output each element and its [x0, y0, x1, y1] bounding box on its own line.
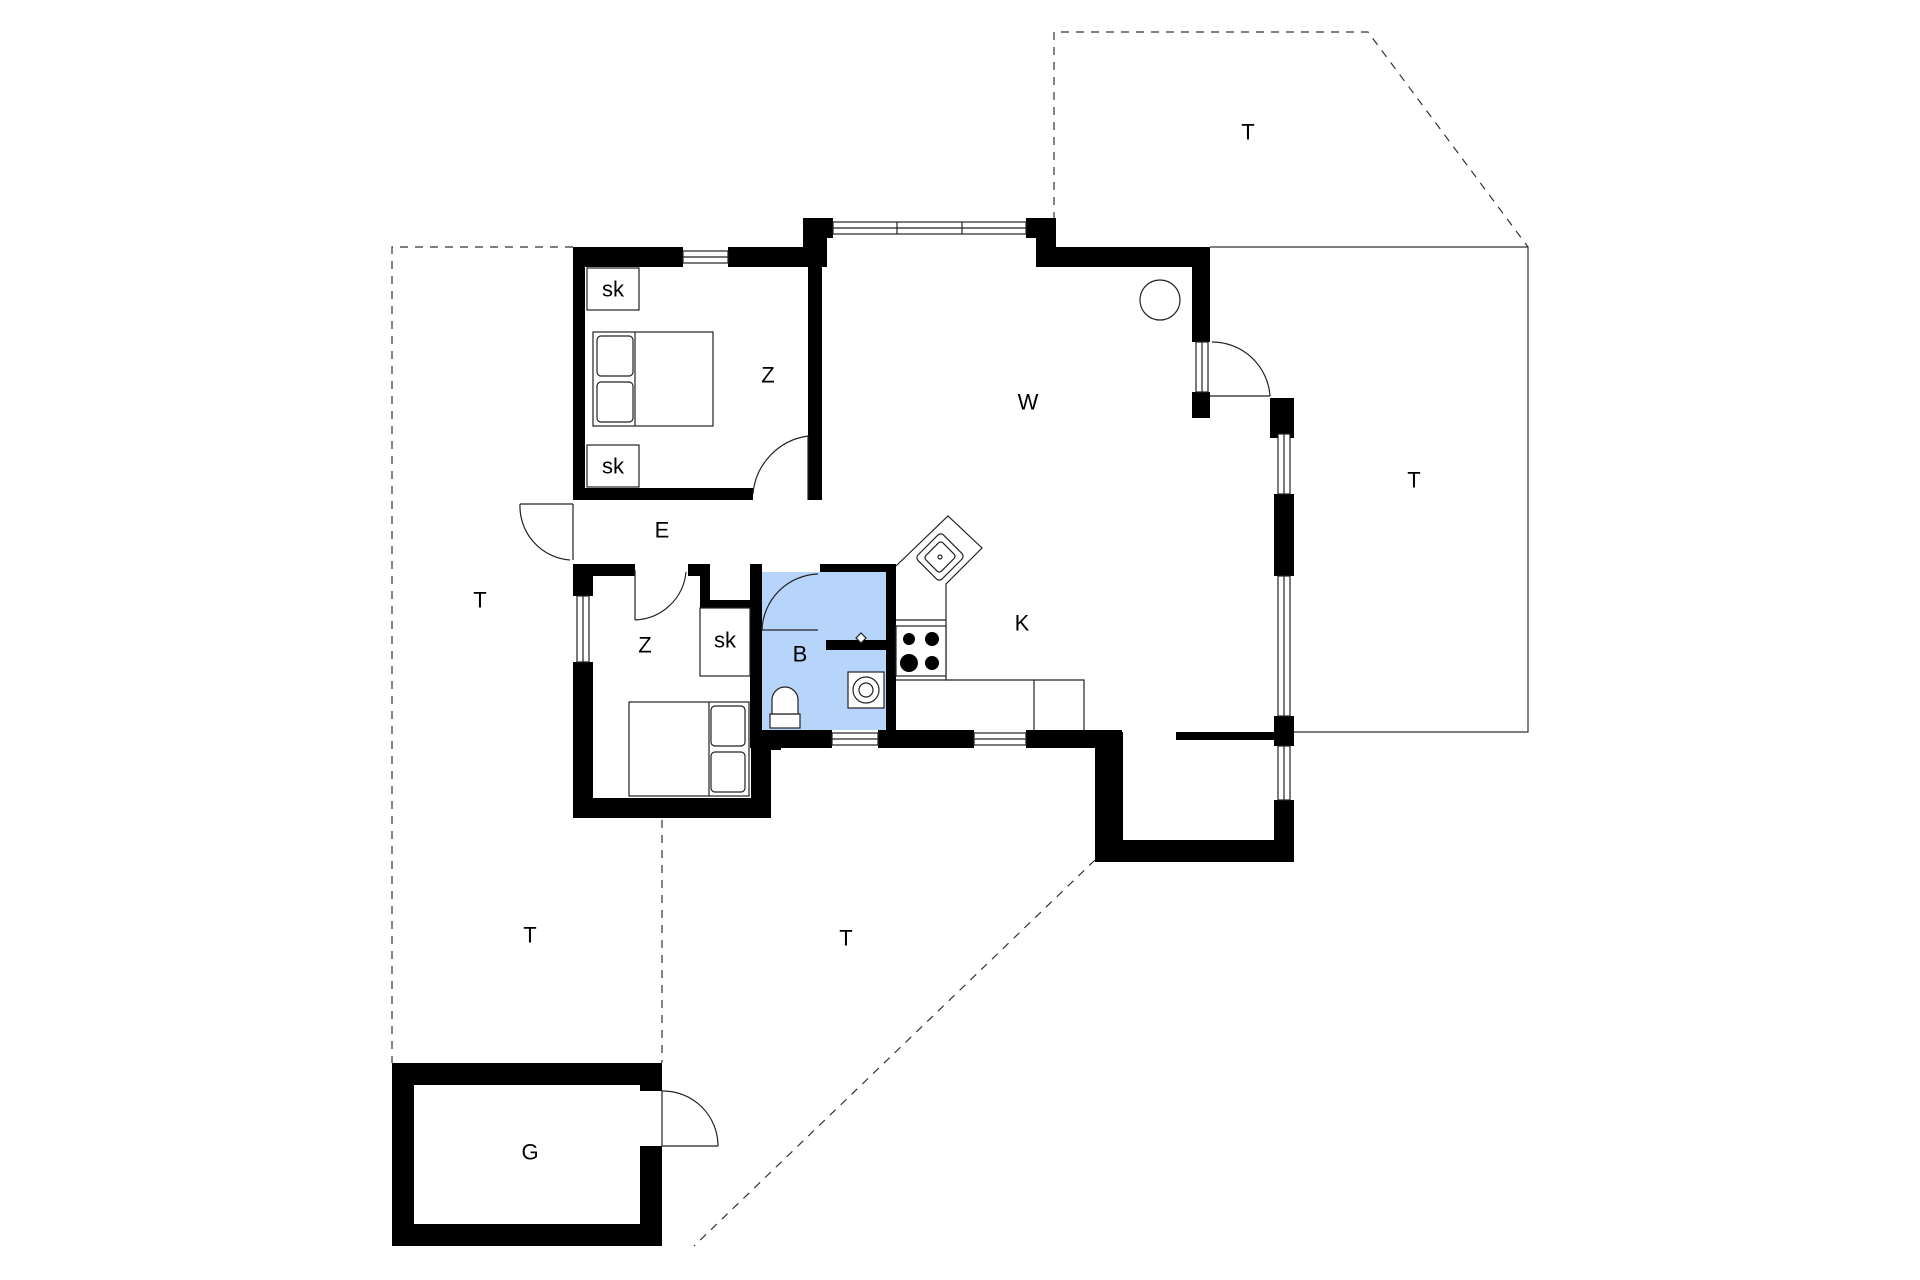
label-bedroom-1: Z — [761, 363, 774, 388]
door-swing-icon — [752, 435, 809, 500]
wall — [808, 267, 822, 500]
door-swing-icon — [1210, 341, 1271, 397]
wall — [886, 564, 896, 748]
window-icon — [1277, 745, 1291, 801]
wardrobe — [699, 607, 751, 677]
door-swing-icon — [634, 570, 687, 621]
wall — [1176, 732, 1282, 740]
bed-icon — [628, 701, 750, 797]
wall — [573, 662, 593, 818]
window-icon — [1195, 341, 1209, 393]
bedroom-2-furniture — [628, 607, 751, 797]
terrace-bottom-outline — [693, 859, 1096, 1247]
terrace-left-outline — [391, 246, 573, 1063]
window-icon — [1277, 433, 1291, 495]
label-wardrobe-3: sk — [714, 628, 737, 653]
wall — [573, 564, 593, 596]
wall — [808, 488, 822, 500]
wall — [750, 564, 762, 748]
walls — [392, 218, 1294, 1246]
label-kitchen: K — [1015, 611, 1030, 636]
wall — [1192, 247, 1210, 342]
wall — [700, 600, 750, 608]
wall — [573, 798, 771, 818]
terraces — [391, 31, 1529, 1247]
wall — [1095, 840, 1294, 862]
stove-icon — [895, 625, 947, 677]
window-icon — [831, 732, 879, 746]
window-icon — [682, 250, 729, 264]
label-bathroom: B — [793, 642, 808, 667]
shower-drain-icon — [855, 632, 867, 644]
door-swing-icon — [519, 503, 574, 561]
label-wardrobe-1: sk — [602, 277, 625, 302]
bathroom-fixtures — [769, 632, 885, 729]
label-terrace-bottom-left: T — [523, 923, 536, 948]
windows — [576, 221, 1291, 801]
wall — [728, 247, 818, 267]
wall — [640, 1063, 662, 1091]
wall — [392, 1063, 662, 1085]
wall — [392, 1063, 414, 1246]
wall — [573, 247, 683, 267]
label-terrace-left: T — [473, 588, 486, 613]
wall — [826, 640, 886, 650]
label-terrace-bottom-mid: T — [839, 926, 852, 951]
sink-icon — [916, 533, 964, 581]
label-bedroom-2: Z — [638, 633, 651, 658]
label-living: W — [1018, 390, 1039, 415]
bed-icon — [592, 331, 714, 427]
window-icon — [973, 732, 1027, 746]
label-terrace-top: T — [1241, 120, 1254, 145]
wardrobe — [586, 267, 640, 311]
wardrobe — [586, 444, 640, 488]
wall — [803, 218, 833, 238]
washbasin-icon — [847, 671, 885, 709]
wall — [751, 748, 771, 818]
wall — [700, 564, 710, 606]
wall — [573, 247, 585, 500]
window-icon — [1277, 575, 1291, 717]
wall — [640, 1146, 662, 1246]
wall — [1274, 716, 1294, 746]
door-swing-icon — [761, 573, 819, 631]
bedroom-1-furniture — [586, 267, 714, 488]
wall — [820, 564, 896, 572]
label-entrance: E — [655, 518, 670, 543]
wall — [1095, 732, 1123, 860]
wall — [392, 1224, 662, 1246]
wall — [1036, 247, 1210, 267]
label-garage: G — [521, 1140, 538, 1165]
window-icon — [576, 595, 590, 663]
doors — [519, 341, 1271, 1147]
wall — [1192, 392, 1210, 418]
label-terrace-right: T — [1407, 468, 1420, 493]
kitchen-fixtures — [895, 515, 1085, 730]
door-swing-icon — [661, 1090, 719, 1147]
wall — [878, 730, 974, 748]
wall — [1274, 494, 1294, 576]
toilet-icon — [769, 686, 801, 729]
wall — [573, 488, 753, 500]
terrace-top-outline — [1053, 31, 1529, 248]
kitchen-counter-angled — [895, 515, 983, 620]
wall — [1274, 398, 1294, 434]
window-icon — [832, 221, 1027, 235]
wall — [751, 730, 781, 750]
label-wardrobe-2: sk — [602, 454, 625, 479]
terrace-right-outline — [1210, 246, 1529, 733]
wall — [1026, 730, 1122, 748]
stove-heater-icon — [1139, 279, 1181, 321]
room-labels: T T T T T W K Z Z E B sk sk sk G — [473, 120, 1420, 1165]
